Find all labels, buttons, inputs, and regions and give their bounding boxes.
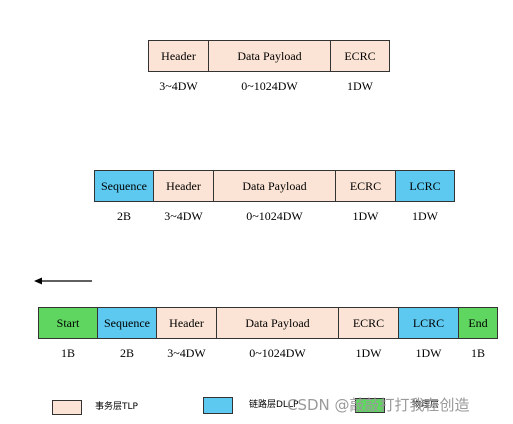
link-ecrc-label: ECRC: [349, 179, 382, 193]
tlp-ecrc-size: 1DW: [347, 79, 373, 93]
link-lcrc-cell: LCRC: [395, 170, 455, 202]
phy-end-label: End: [468, 316, 488, 330]
link-sequence-cell: Sequence: [94, 170, 154, 202]
phy-header-label: Header: [169, 316, 204, 330]
watermark-text: CSDN @敲敲打打我在创造: [287, 396, 470, 414]
left-arrow-icon: [34, 277, 92, 285]
legend-link-swatch: [203, 397, 233, 414]
phy-sequence-label: Sequence: [104, 316, 150, 330]
legend-link-label: 链路层DLLP: [249, 400, 299, 410]
link-sequence-size: 2B: [116, 209, 131, 223]
phy-payload-size: 0~1024DW: [249, 346, 306, 360]
phy-start-label: Start: [56, 316, 80, 330]
tlp-payload-size: 0~1024DW: [241, 79, 298, 93]
phy-sequence-size: 2B: [119, 346, 134, 360]
phy-payload-label: Data Payload: [245, 316, 310, 330]
phy-ecrc-label: ECRC: [352, 316, 385, 330]
legend-phy-label: 物理层: [412, 400, 440, 410]
phy-lcrc-size: 1DW: [415, 346, 442, 360]
link-payload-size: 0~1024DW: [246, 209, 303, 223]
tlp-header-cell: Header: [148, 40, 209, 72]
link-lcrc-size: 1DW: [412, 209, 438, 223]
legend-phy-swatch: [355, 398, 385, 413]
phy-end-cell: End: [458, 307, 498, 339]
link-payload-label: Data Payload: [242, 179, 307, 193]
legend-tlp-label: 事务层TLP: [95, 402, 138, 412]
link-header-cell: Header: [153, 170, 214, 202]
phy-sequence-cell: Sequence: [97, 307, 157, 339]
phy-start-cell: Start: [38, 307, 98, 339]
tlp-payload-label: Data Payload: [237, 49, 302, 63]
phy-header-size: 3~4DW: [167, 346, 206, 360]
tlp-payload-cell: Data Payload: [208, 40, 331, 72]
phy-ecrc-size: 1DW: [355, 346, 382, 360]
phy-lcrc-cell: LCRC: [398, 307, 459, 339]
phy-start-size: 1B: [60, 346, 75, 360]
phy-lcrc-label: LCRC: [412, 316, 445, 330]
link-sequence-label: Sequence: [101, 179, 147, 193]
phy-ecrc-cell: ECRC: [338, 307, 399, 339]
link-payload-cell: Data Payload: [213, 170, 336, 202]
link-header-label: Header: [166, 179, 201, 193]
link-ecrc-cell: ECRC: [335, 170, 396, 202]
link-ecrc-size: 1DW: [352, 209, 379, 223]
phy-payload-cell: Data Payload: [216, 307, 339, 339]
link-lcrc-label: LCRC: [409, 179, 441, 193]
tlp-ecrc-label: ECRC: [344, 49, 376, 63]
tlp-ecrc-cell: ECRC: [330, 40, 390, 72]
legend-tlp-swatch: [52, 400, 82, 415]
tlp-header-label: Header: [161, 49, 196, 63]
tlp-header-size: 3~4DW: [159, 79, 198, 93]
phy-header-cell: Header: [156, 307, 217, 339]
link-header-size: 3~4DW: [164, 209, 203, 223]
phy-end-size: 1B: [470, 346, 485, 360]
